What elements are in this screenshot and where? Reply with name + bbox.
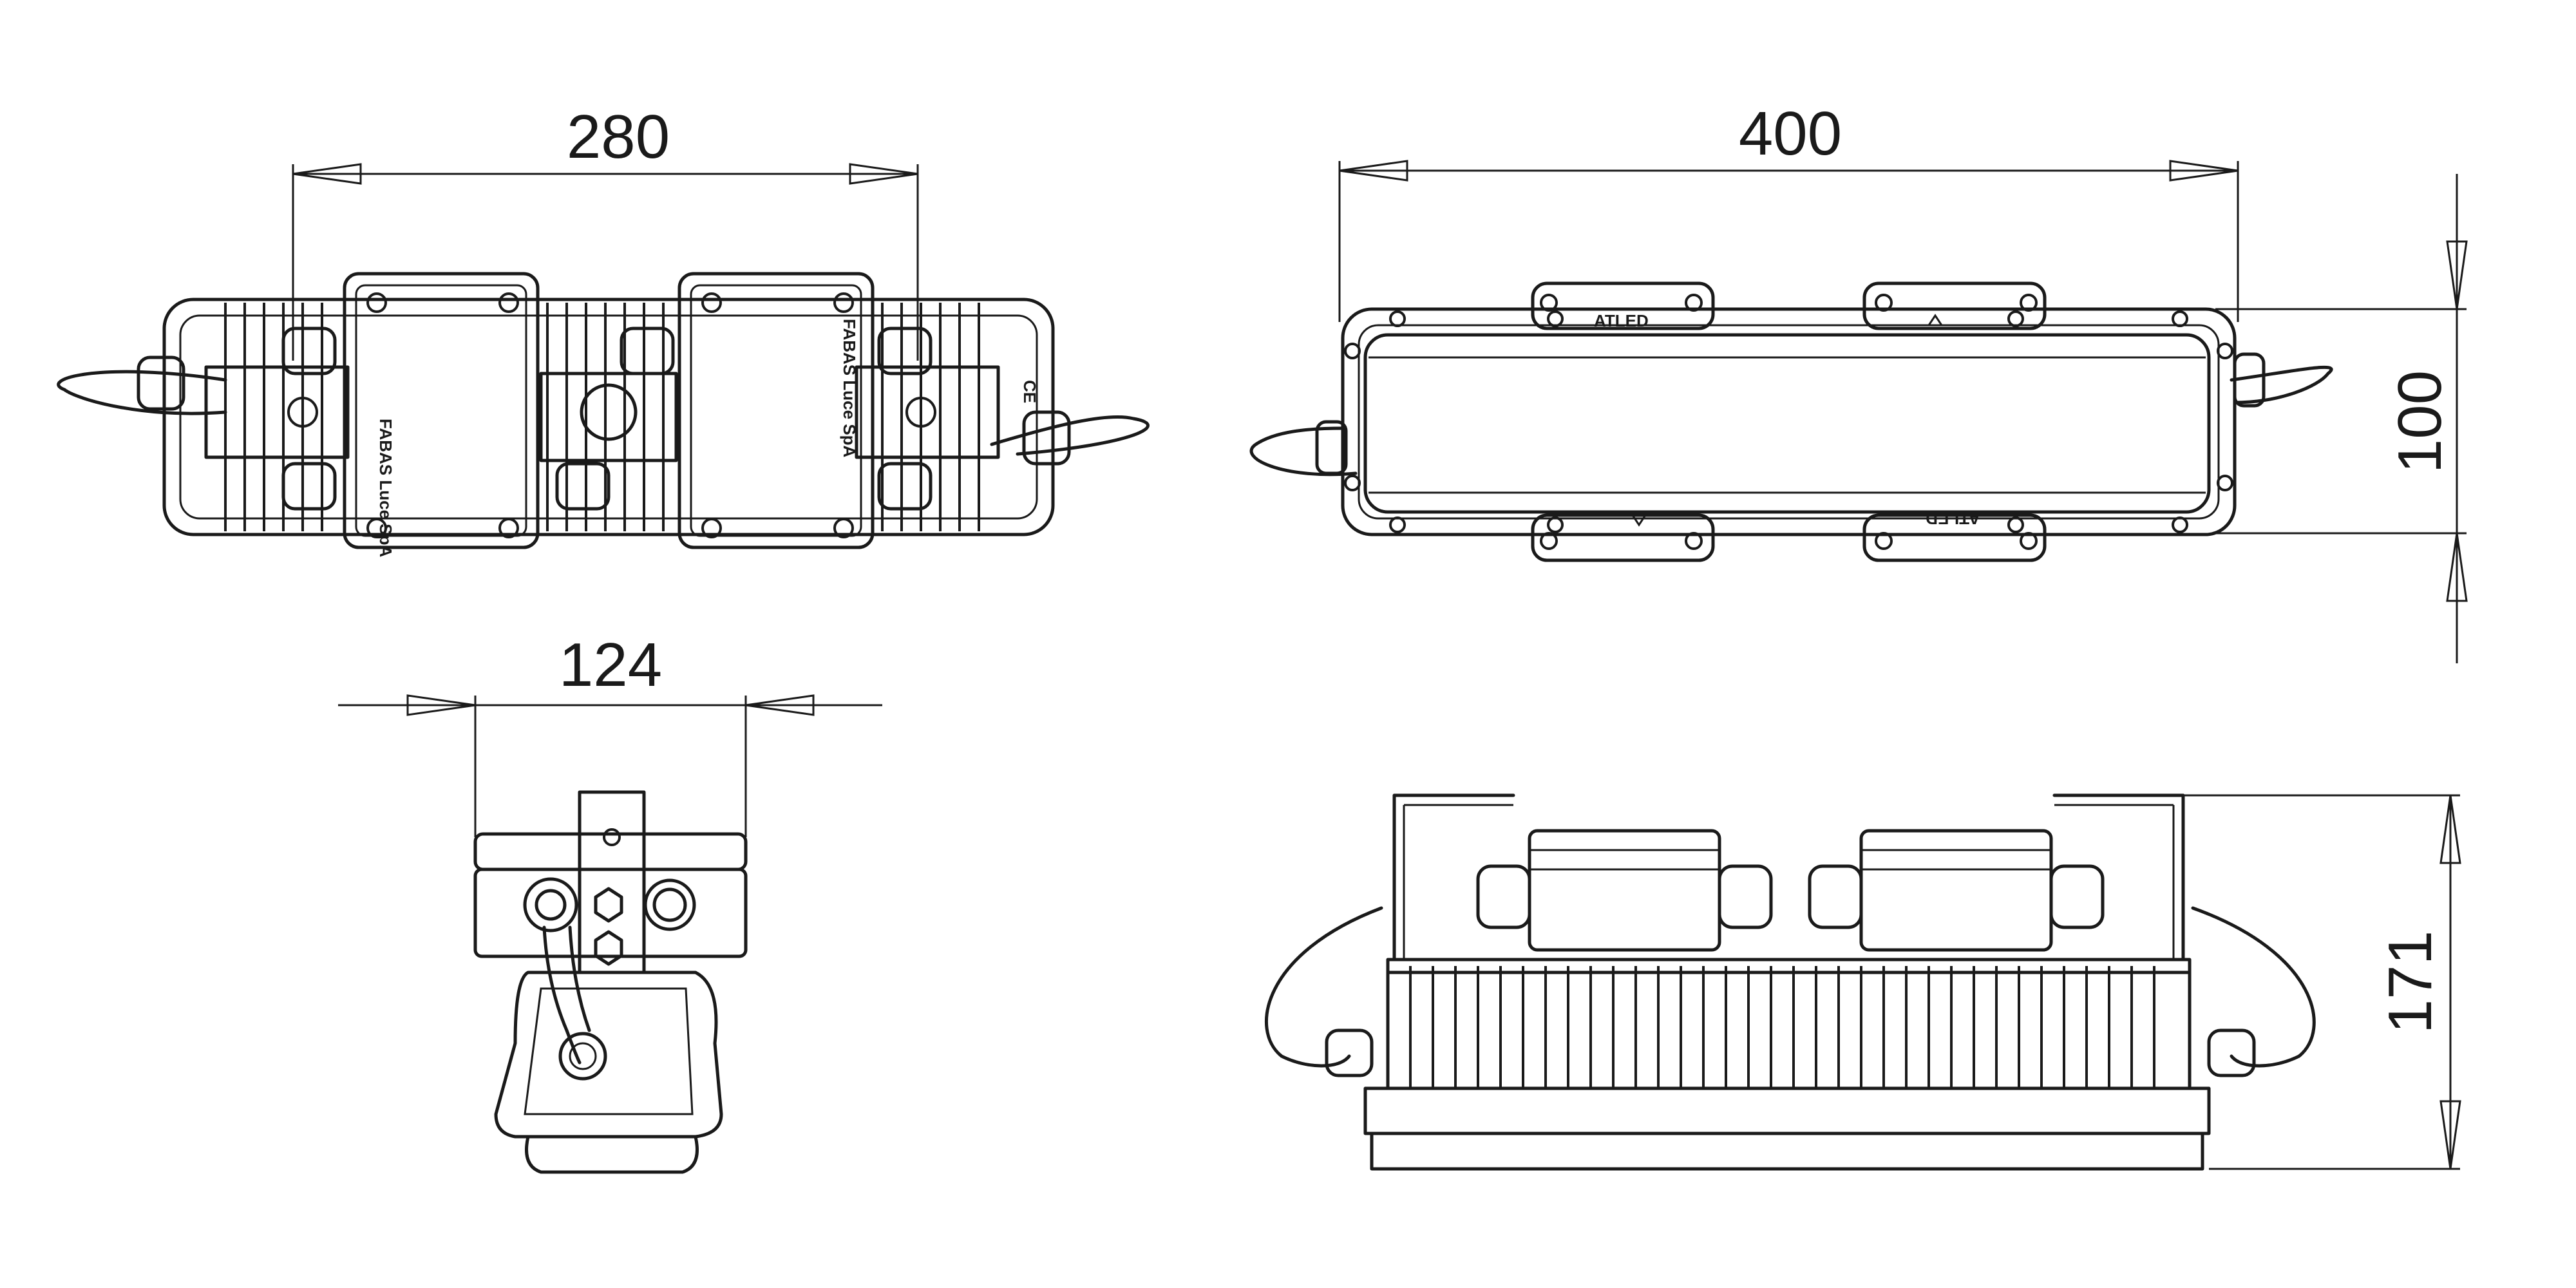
dimension-label-280: 280 (567, 102, 670, 171)
front-view-logo-bottom: ATLED (1926, 509, 1980, 528)
top-view-glands (137, 327, 1071, 511)
dimension-label-400: 400 (1739, 99, 1842, 168)
front-view: ATLED ATLED (1249, 281, 2333, 562)
top-view-fins (224, 303, 980, 531)
dimension-280: 280 (292, 102, 919, 361)
bottom-view (1264, 793, 2316, 1171)
front-view-screws (1344, 310, 2233, 533)
dimension-124: 124 (338, 630, 882, 837)
top-view: FABAS Luce SpA FABAS Luce SpA CE (57, 272, 1150, 557)
front-view-logo-top: ATLED (1594, 311, 1649, 330)
dimension-label-171: 171 (2376, 931, 2445, 1034)
top-view-ce-mark: CE (1020, 380, 1039, 403)
top-view-manufacturer-label-left: FABAS Luce SpA (376, 419, 395, 557)
side-view (473, 790, 748, 1174)
dimension-171: 171 (2054, 794, 2461, 1170)
bottom-view-fins (1409, 966, 2155, 1088)
dimension-label-100: 100 (2385, 370, 2454, 473)
dimension-400: 400 (1338, 99, 2239, 322)
dimension-100: 100 (2215, 174, 2468, 663)
dimension-label-124: 124 (559, 630, 662, 699)
top-view-manufacturer-label-right: FABAS Luce SpA (840, 319, 859, 457)
